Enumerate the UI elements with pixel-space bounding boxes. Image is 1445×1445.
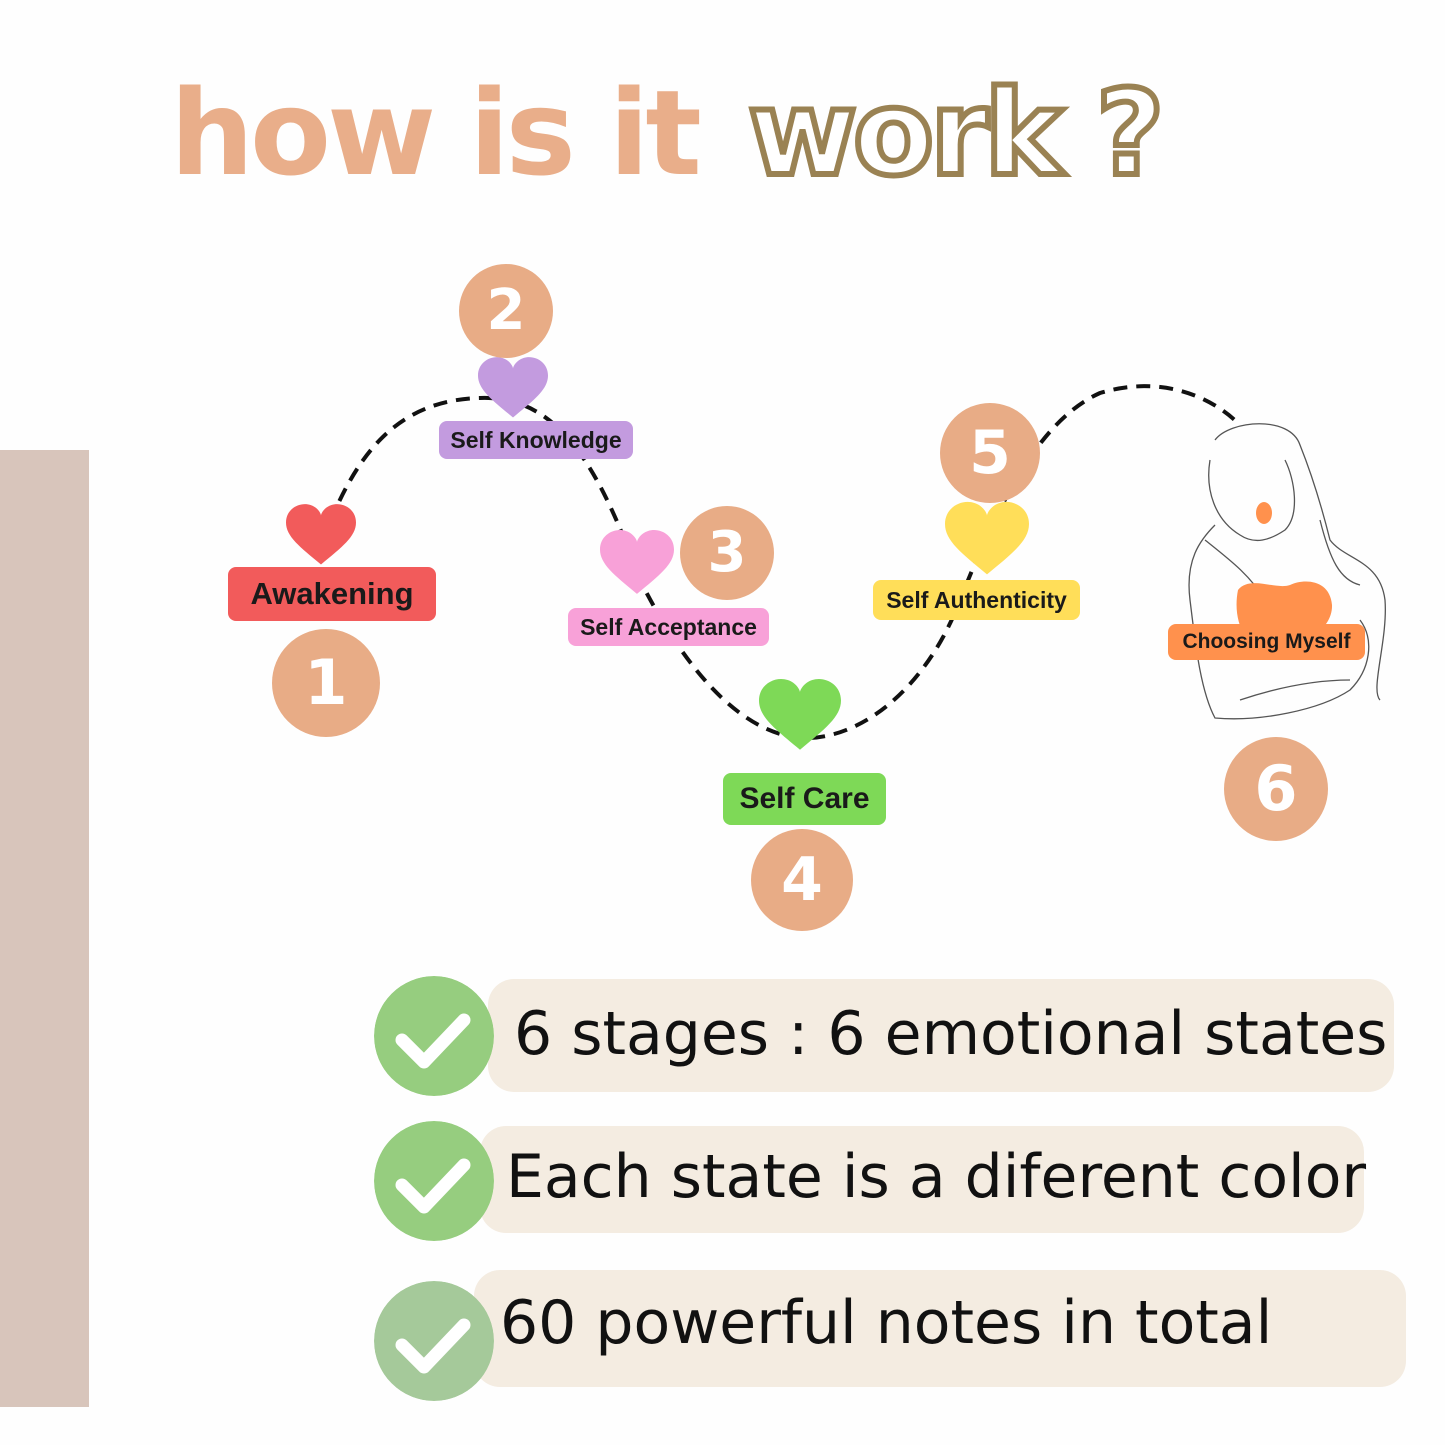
feature-3-check-icon — [374, 1281, 494, 1401]
stage-2-heart-icon — [478, 357, 548, 418]
stage-6-label: Choosing Myself — [1168, 624, 1365, 660]
stage-1-label: Awakening — [228, 567, 436, 621]
stage-5-label: Self Authenticity — [873, 580, 1080, 620]
person-cheek — [1256, 502, 1272, 524]
journey-path — [328, 384, 1242, 741]
stage-2-label: Self Knowledge — [439, 421, 633, 459]
feature-1-check-icon — [374, 976, 494, 1096]
stage-5-heart-icon — [945, 501, 1029, 575]
stage-6-number: 6 — [1224, 737, 1328, 841]
stage-3-heart-icon — [600, 530, 674, 594]
person-hugging-icon — [1188, 423, 1386, 720]
feature-1-text: 6 stages : 6 emotional states — [514, 999, 1388, 1069]
stage-1-heart-icon — [286, 504, 356, 565]
stage-2-number: 2 — [459, 264, 553, 358]
stage-4-label: Self Care — [723, 773, 886, 825]
feature-2-pill: Each state is a diferent color — [480, 1126, 1367, 1233]
feature-2-check-icon — [374, 1121, 494, 1241]
feature-2-text: Each state is a diferent color — [506, 1142, 1367, 1212]
check-circle — [374, 976, 494, 1096]
stage-3-label: Self Acceptance — [568, 608, 769, 646]
stage-5-number: 5 — [940, 403, 1040, 503]
feature-3-text: 60 powerful notes in total — [500, 1288, 1273, 1358]
title-part-1: how is it — [170, 64, 702, 202]
stage-4-heart-icon — [759, 678, 841, 750]
feature-1-pill: 6 stages : 6 emotional states — [488, 979, 1394, 1092]
stage-1-number: 1 — [272, 629, 380, 737]
stage-4-number: 4 — [751, 829, 853, 931]
stage-3-number: 3 — [680, 506, 774, 600]
side-decor-bar — [0, 450, 89, 1407]
title-part-2: work ? — [745, 64, 1167, 202]
feature-3-pill: 60 powerful notes in total — [474, 1270, 1406, 1387]
page-title: how is it work ? — [0, 68, 1445, 208]
